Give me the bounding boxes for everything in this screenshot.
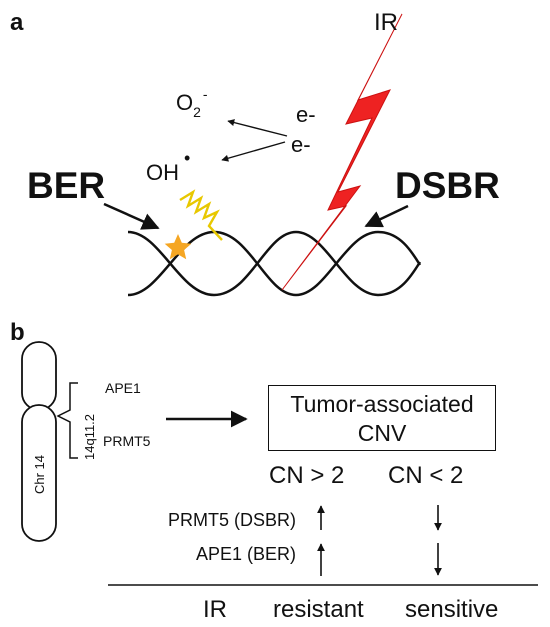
- chromosome-q-arm: [21, 404, 57, 542]
- dna-strand-1: [127, 230, 422, 297]
- panel-a-label: a: [10, 9, 24, 36]
- electron-label-1: e-: [296, 102, 316, 127]
- electron-arrow-1: [227, 119, 288, 137]
- dna-strand-2: [127, 230, 422, 297]
- cnv-box-line-1: Tumor-associated: [290, 391, 474, 417]
- panel-b-label: b: [10, 319, 25, 346]
- electron-arrow-2: [221, 141, 286, 162]
- lesion-star-icon: [164, 234, 192, 260]
- gene-ape1: APE1: [105, 380, 141, 396]
- ber-label: BER: [27, 165, 105, 206]
- cnv-box: Tumor-associated CNV: [268, 385, 496, 451]
- radical-dot: •: [184, 148, 190, 168]
- chromosome-p-arm: [21, 341, 57, 411]
- ber-arrow: [103, 202, 160, 230]
- locus-bracket: [56, 382, 78, 459]
- dsbr-label: DSBR: [395, 165, 500, 206]
- footer-resistant: resistant: [273, 596, 364, 623]
- footer-ir: IR: [203, 596, 227, 623]
- lightning-bolt-icon: [281, 13, 403, 291]
- locus-label: 14q11.2: [82, 414, 97, 460]
- footer-sensitive: sensitive: [405, 596, 498, 623]
- hydroxyl-label: OH: [146, 160, 179, 185]
- superoxide-label: O2-: [176, 86, 208, 120]
- cnv-box-line-2: CNV: [357, 420, 407, 446]
- row-label-ape1: APE1 (BER): [196, 544, 296, 564]
- electron-label-2: e-: [291, 132, 311, 157]
- hydroxyl-zigzag-icon: [179, 189, 223, 241]
- cn-high-label: CN > 2: [269, 462, 344, 489]
- cn-low-label: CN < 2: [388, 462, 463, 489]
- gene-prmt5: PRMT5: [103, 433, 151, 449]
- row-label-prmt5: PRMT5 (DSBR): [168, 510, 296, 530]
- dsbr-arrow: [364, 204, 409, 228]
- chromosome-label: Chr 14: [32, 455, 47, 494]
- ir-label: IR: [374, 9, 398, 36]
